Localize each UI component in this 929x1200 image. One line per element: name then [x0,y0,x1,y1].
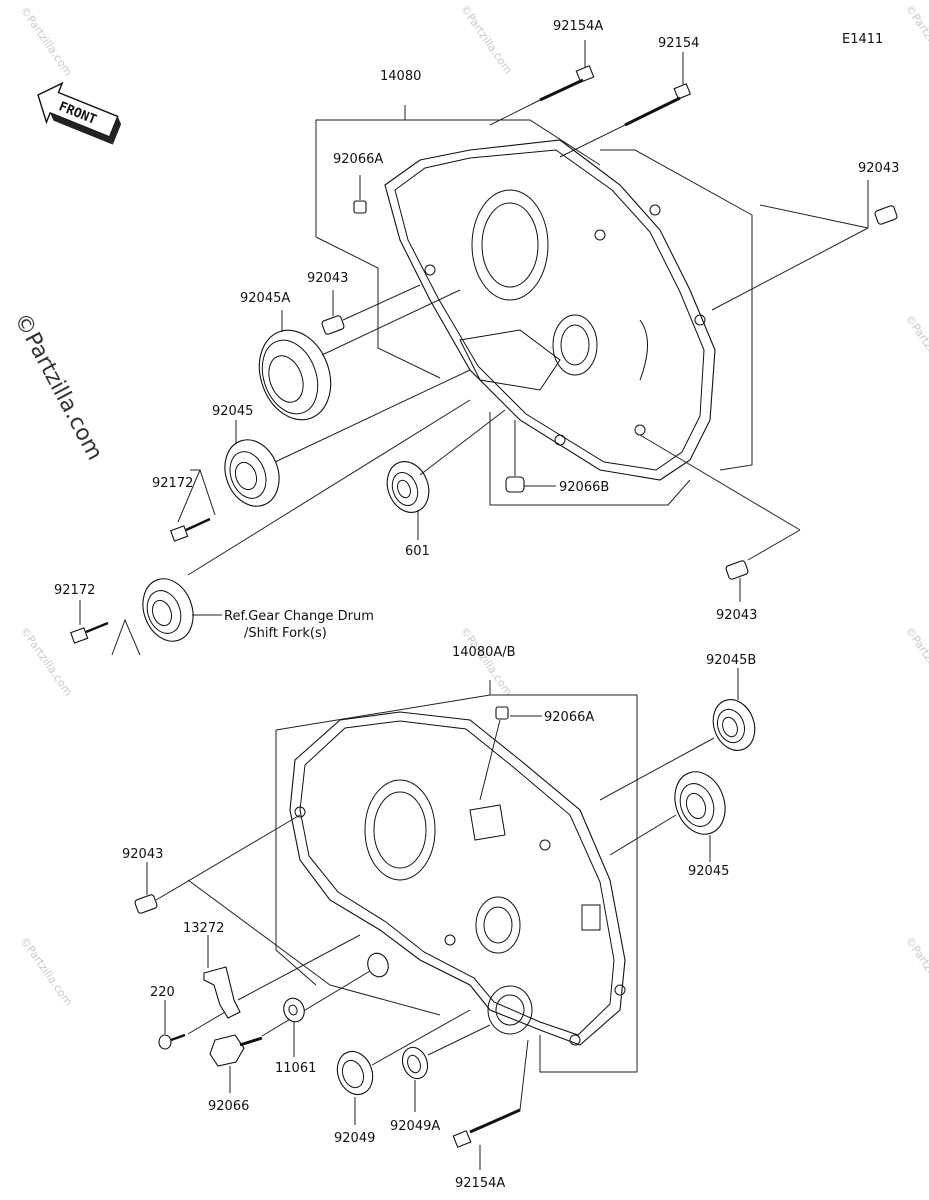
label-92045B: 92045B [706,653,756,668]
label-92172-upper: 92172 [152,476,193,491]
bolt-92154A-top [489,40,595,126]
dowel-pin-92043-upper-left [321,284,421,335]
bolt-92154A-bottom [452,1039,529,1170]
label-92043-lower-left: 92043 [122,847,163,862]
dowel-pin-92066A-lower [479,706,542,801]
bolt-92172-lower [70,600,141,656]
label-92154A-bottom: 92154A [455,1176,505,1191]
watermark-faint: ©Partzilla.com [458,624,515,698]
label-92049A: 92049A [390,1119,440,1134]
watermark-faint: ©Partzilla.com [18,624,75,698]
dowel-pin-92043-lower-left [134,814,441,1016]
bearing-92045B [599,668,756,801]
label-92172-lower: 92172 [54,583,95,598]
watermark-faint: ©Partzilla.com [903,2,929,76]
label-14080AB: 14080A/B [452,645,516,660]
label-ref-line2: /Shift Fork(s) [244,626,327,641]
watermark-faint: ©Partzilla.com [18,934,75,1008]
bearing-92045-lower [609,771,726,862]
label-14080: 14080 [380,69,421,84]
watermark-faint: ©Partzilla.com [903,312,929,386]
dowel-pin-92043-upper-right [711,180,898,311]
watermark-main: ©Partzilla.com [9,309,107,464]
label-92066A-lower: 92066A [544,710,594,725]
bracket-14080AB [489,680,638,1073]
label-92066: 92066 [208,1099,249,1114]
washer-11061 [283,997,305,1057]
label-92049: 92049 [334,1131,375,1146]
bracket-14080 [315,105,753,506]
watermark-faint: ©Partzilla.com [903,624,929,698]
oil-seal-92049 [336,1009,471,1125]
upper-crankcase-half [384,139,716,481]
watermark-faint: ©Partzilla.com [18,4,75,78]
dowel-pin-92066A-upper [353,175,367,214]
label-601: 601 [405,544,430,559]
screw-220 [158,1000,226,1050]
lower-crankcase-half [289,711,626,1046]
label-92066A-upper: 92066A [333,152,383,167]
label-92154A-top: 92154A [553,19,603,34]
label-92066B: 92066B [559,480,609,495]
bolt-92154-top [559,52,692,158]
label-11061: 11061 [275,1061,316,1076]
label-92045-upper: 92045 [212,404,253,419]
label-ref-line1: Ref.Gear Change Drum [224,609,374,624]
label-92045-lower: 92045 [688,864,729,879]
dowel-pin-92043-mid-right [639,434,801,602]
label-92154-top: 92154 [658,36,699,51]
bearing-601 [386,409,506,540]
sleeve-part [367,952,389,978]
label-92045A: 92045A [240,291,290,306]
label-92043-mid-right: 92043 [716,608,757,623]
bearing-92045-upper [224,369,471,507]
bearing-gear-change-drum [142,399,471,642]
label-92043-upper-left: 92043 [307,271,348,286]
part-labels: 92154A 92154 14080 92066A 92043 92043 92… [54,19,899,1191]
bearing-92045A [258,289,461,421]
oil-seal-92049A [401,1024,491,1112]
plug-92066B [505,420,556,493]
label-13272: 13272 [183,921,224,936]
watermark-faint: ©Partzilla.com [903,934,929,1008]
watermark-faint: ©Partzilla.com [458,2,515,76]
label-92043-upper-right: 92043 [858,161,899,176]
drain-plug-92066 [209,967,376,1093]
plate-13272 [203,934,361,1019]
diagram-code: E1411 [842,32,883,47]
bolt-92172-upper [170,469,216,542]
label-220: 220 [150,985,175,1000]
front-arrow-icon: FRONT [37,81,122,145]
